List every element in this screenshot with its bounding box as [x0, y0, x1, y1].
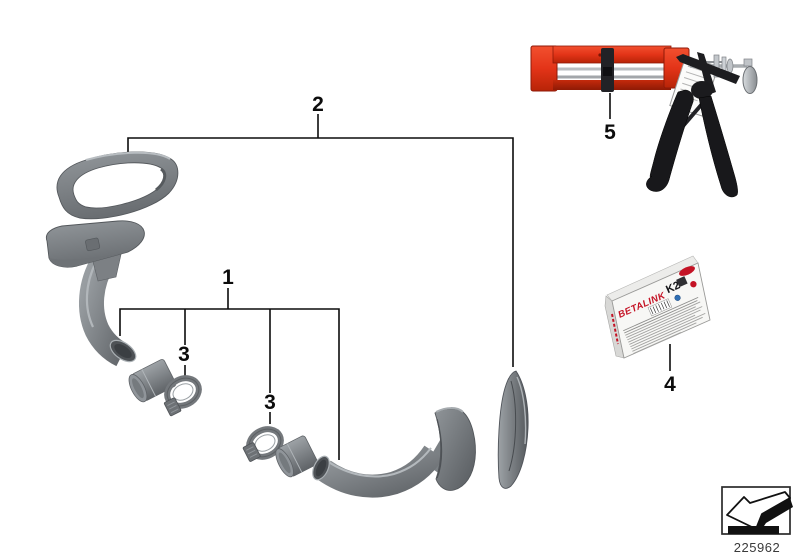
drawing-number: 225962: [734, 540, 780, 555]
adhesive-box: BETALINK K2: [604, 255, 711, 359]
gun-frame-left-cap: [530, 45, 558, 92]
blade-body: [497, 370, 529, 489]
adhesive-pictogram: [676, 276, 688, 288]
gun-knob-nut: [743, 58, 753, 67]
clamp-right-screw: [242, 442, 261, 462]
gun-handle-grip: [698, 95, 738, 198]
page-turn-arrow-icon: [726, 491, 793, 534]
part-side-trim-blade: [497, 370, 529, 489]
deflector-flap-topedge: [435, 407, 464, 413]
callout-1-bracket: [119, 308, 340, 460]
gun-clamp-buckle: [603, 67, 612, 76]
gun-knob: [742, 66, 758, 94]
arrow-base-bar: [728, 526, 779, 534]
tailpipe-right-tube: [317, 445, 444, 498]
part-sleeve-right: [275, 435, 318, 478]
clamp-left-screw: [163, 397, 182, 417]
callout-label-3-left[interactable]: 3: [178, 343, 190, 366]
part-tailpipe-right: [312, 407, 476, 498]
gun-plunger-washer: [726, 58, 734, 74]
adhesive-red-dot: [690, 280, 697, 288]
gun-pivot: [691, 81, 713, 99]
trim-ring-inner-wall: [155, 167, 167, 192]
part-clamp-right: [242, 426, 284, 462]
part-trim-ring: [56, 151, 179, 220]
arrow-underside: [756, 498, 793, 532]
footer-direction-box: [721, 486, 793, 535]
gun-rail-hole: [598, 53, 602, 57]
callout-label-2[interactable]: 2: [312, 93, 324, 116]
tool-cartridge-gun: [530, 45, 758, 198]
callout-label-1[interactable]: 1: [222, 266, 234, 289]
callout-label-3-right[interactable]: 3: [264, 391, 276, 414]
tailpipe-left-tube-highlight: [85, 261, 97, 328]
callout-lines: [119, 93, 671, 460]
adhesive-product-text: K2: [664, 279, 682, 296]
tailpipe-right-tube-highlight: [326, 447, 432, 478]
tailpipe-right-cut-inner: [315, 459, 327, 477]
trim-ring-highlight: [85, 151, 171, 161]
part-clamp-left: [163, 375, 202, 417]
deflector-flap-crease: [436, 418, 443, 479]
tailpipe-left-cut-inner: [114, 343, 132, 359]
callout-label-4[interactable]: 4: [664, 373, 676, 396]
tailpipe-left-tab: [85, 237, 101, 252]
blade-crease: [508, 380, 517, 472]
adhesive-box-side-text-mark: [611, 313, 619, 345]
part-tailpipe-left: [45, 220, 145, 367]
callout-2-bracket: [127, 137, 514, 367]
adhesive-barcode: [647, 298, 673, 317]
gun-linkage-bar-2: [697, 52, 716, 95]
gun-trigger-grip: [646, 89, 694, 192]
bmw-roundel-icon: [674, 294, 681, 301]
callout-label-5[interactable]: 5: [604, 121, 616, 144]
tailpipe-left-flare-shade: [49, 252, 128, 268]
adhesive-box-oval-logo: [679, 266, 695, 276]
adhesive-fine-print: [623, 296, 706, 354]
blade-highlight: [516, 376, 527, 445]
